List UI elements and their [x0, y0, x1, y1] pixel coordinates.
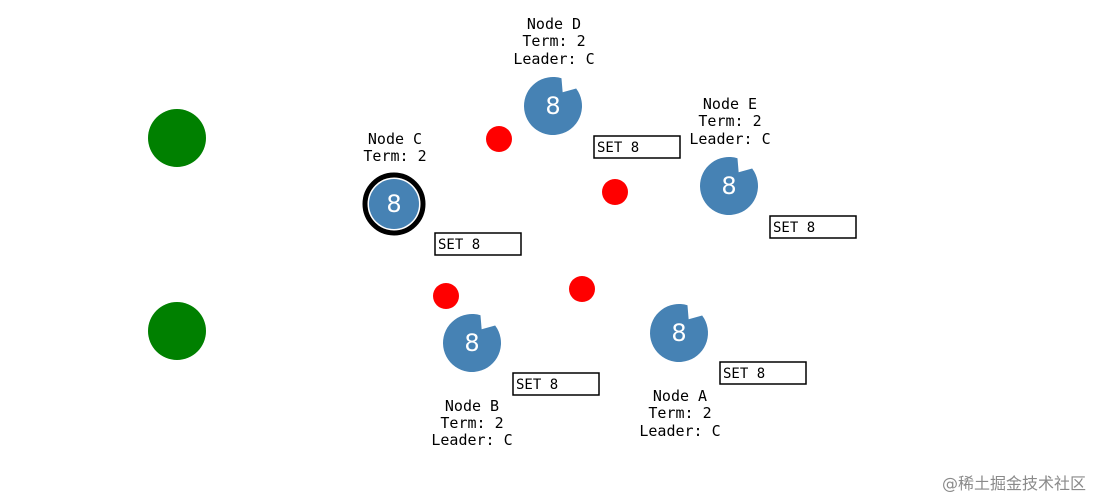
node-a-name: Node A	[653, 387, 707, 405]
message-dot-to-b	[433, 283, 459, 309]
node-c-leader-ring	[362, 172, 426, 236]
node-c-name: Node C	[368, 130, 422, 148]
node-c-log-box	[434, 232, 522, 256]
node-c-circle	[369, 179, 419, 229]
node-d: Node D Term: 2 Leader: C 8 SET 8	[513, 15, 681, 159]
node-b-log-entry: SET 8	[516, 377, 558, 393]
node-e-log-box	[769, 215, 857, 239]
node-a-term: Term: 2	[648, 404, 711, 422]
message-dot-to-a	[569, 276, 595, 302]
message-dot-to-e	[602, 179, 628, 205]
node-c-log-entry: SET 8	[438, 237, 480, 253]
node-e: Node E Term: 2 Leader: C 8 SET 8	[689, 95, 857, 239]
node-d-log-box	[593, 135, 681, 159]
node-b-leader: Leader: C	[431, 431, 512, 449]
node-c-term: Term: 2	[363, 147, 426, 165]
client-circle-2	[148, 302, 206, 360]
node-a-value: 8	[671, 319, 686, 347]
node-c: Node C Term: 2 8 SET 8	[362, 130, 522, 256]
node-e-log-entry: SET 8	[773, 220, 815, 236]
node-d-name: Node D	[527, 15, 581, 33]
node-e-value: 8	[721, 172, 736, 200]
node-d-leader: Leader: C	[513, 50, 594, 68]
node-b-log-box	[512, 372, 600, 396]
node-d-circle	[524, 76, 582, 135]
node-d-term: Term: 2	[522, 32, 585, 50]
node-e-term: Term: 2	[698, 112, 761, 130]
node-b-value: 8	[464, 329, 479, 357]
node-a-log-entry: SET 8	[723, 366, 765, 382]
node-e-leader: Leader: C	[689, 130, 770, 148]
node-c-value: 8	[386, 190, 401, 218]
node-b-name: Node B	[445, 397, 499, 415]
node-d-log-entry: SET 8	[597, 140, 639, 156]
node-e-circle	[700, 157, 759, 216]
node-b-term: Term: 2	[440, 414, 503, 432]
node-d-value: 8	[545, 92, 560, 120]
watermark: @稀土掘金技术社区	[942, 474, 1086, 493]
node-b-circle	[443, 314, 501, 372]
node-e-name: Node E	[703, 95, 757, 113]
node-b: 8 SET 8 Node B Term: 2 Leader: C	[431, 314, 600, 449]
node-a-circle	[650, 304, 708, 362]
client-circle-1	[148, 109, 206, 167]
node-a-log-box	[719, 361, 807, 385]
node-a-leader: Leader: C	[639, 422, 720, 440]
message-dot-to-d	[486, 126, 512, 152]
node-a: 8 SET 8 Node A Term: 2 Leader: C	[639, 304, 807, 440]
